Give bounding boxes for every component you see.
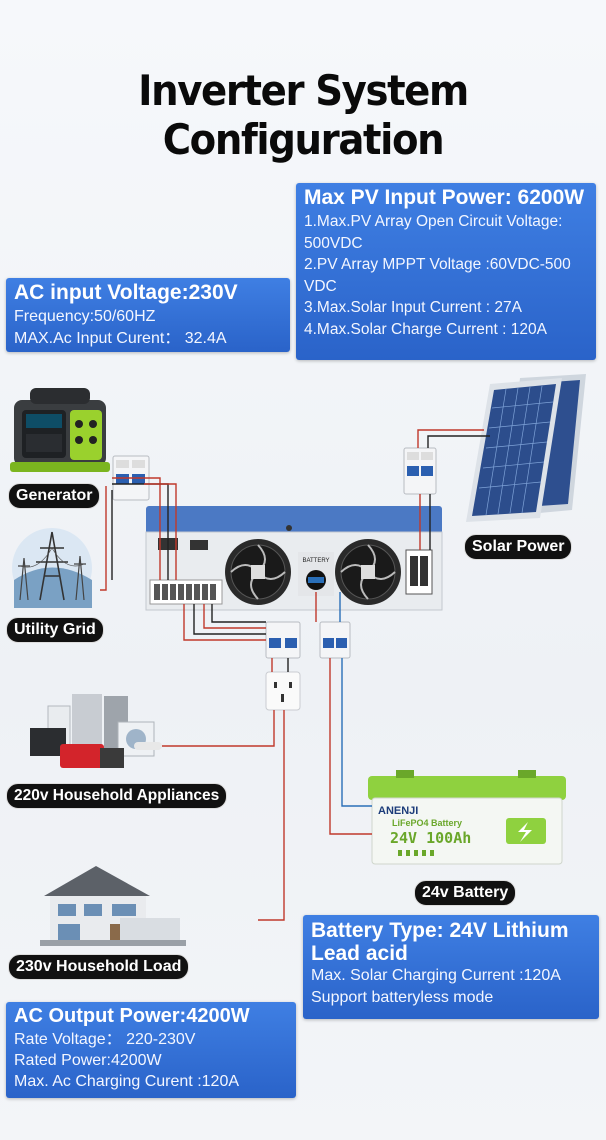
pv-input-line: 2.PV Array MPPT Voltage :60VDC-500 (304, 256, 571, 274)
utility-grid-label: Utility Grid (6, 617, 104, 643)
generator-image (10, 388, 110, 472)
ac-input-heading: AC input Voltage:230V (14, 281, 238, 304)
ac-input-line: Frequency:50/60HZ (14, 308, 156, 326)
page-title: Inverter System Configuration (138, 66, 469, 164)
battery-type-heading: Battery Type: 24V Lithium (311, 919, 569, 942)
pv-input-line: 3.Max.Solar Input Current : 27A (304, 299, 522, 317)
utility-grid-image (12, 528, 92, 608)
wall-socket-image (265, 671, 301, 711)
pv-input-info-box: Max PV Input Power: 6200W 1.Max.PV Array… (296, 183, 596, 360)
battery-brand: ANENJI (378, 805, 418, 817)
pv-input-line: 500VDC (304, 234, 363, 252)
household-load-label: 230v Household Load (8, 954, 190, 980)
battery-type-heading-2: Lead acid (311, 942, 408, 965)
battery-rating: 24V 100Ah (390, 829, 471, 847)
inverter-image: BATTERY (145, 506, 443, 611)
appliances-image (30, 694, 162, 768)
battery-info-box: Battery Type: 24V Lithium Lead acid Max.… (303, 915, 599, 1019)
ac-input-info-box: AC input Voltage:230V Frequency:50/60HZ … (6, 278, 290, 352)
pv-input-line: 1.Max.PV Array Open Circuit Voltage: (304, 213, 563, 231)
wires (100, 429, 490, 921)
breaker-ac-output (265, 621, 301, 659)
battery-info-line: Max. Solar Charging Current :120A (311, 967, 561, 984)
appliances-label: 220v Household Appliances (6, 783, 228, 809)
breaker-pv-input (403, 447, 437, 495)
solar-panel-image (466, 374, 586, 522)
breaker-battery (319, 621, 351, 659)
inverter-battery-label: BATTERY (302, 558, 329, 564)
solar-power-label: Solar Power (464, 534, 573, 560)
battery-info-line: Support batteryless mode (311, 989, 494, 1006)
battery-model: LiFePO4 Battery (392, 818, 462, 828)
ac-output-line: Rate Voltage： 220-230V (14, 1031, 196, 1048)
house-image (40, 866, 186, 946)
pv-input-line: 4.Max.Solar Charge Current : 120A (304, 320, 547, 338)
ac-output-info-box: AC Output Power:4200W Rate Voltage： 220-… (6, 1002, 296, 1098)
pv-input-line: VDC (304, 277, 337, 295)
generator-label: Generator (8, 483, 101, 509)
pv-input-heading: Max PV Input Power: 6200W (304, 186, 585, 209)
ac-output-line: Max. Ac Charging Curent :120A (14, 1073, 240, 1090)
battery-label: 24v Battery (414, 880, 517, 906)
ac-input-line: MAX.Ac Input Curent： 32.4A (14, 330, 227, 348)
battery-image: ANENJI LiFePO4 Battery 24V 100Ah (368, 770, 566, 865)
ac-output-line: Rated Power:4200W (14, 1052, 162, 1069)
ac-output-heading: AC Output Power:4200W (14, 1005, 250, 1027)
